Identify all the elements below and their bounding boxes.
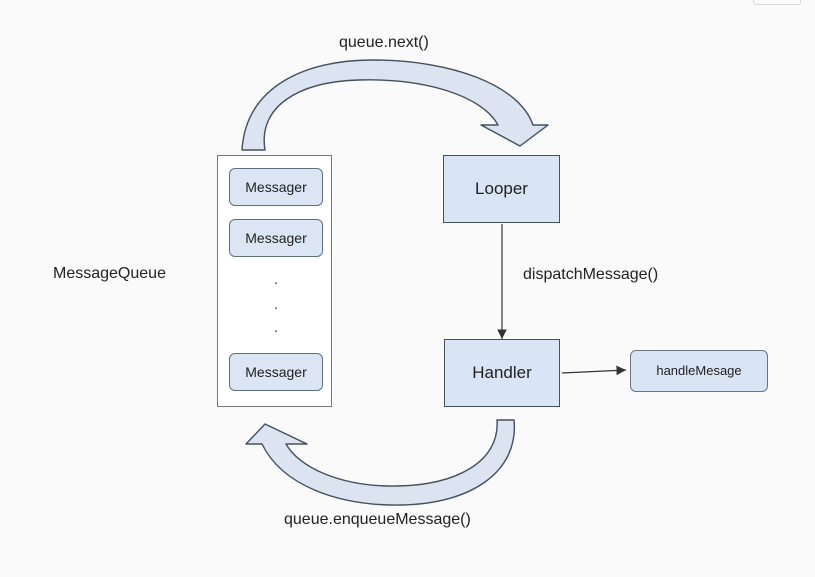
dispatch-message-label: dispatchMessage() <box>523 266 659 283</box>
queue-message-item: Messager <box>229 168 323 206</box>
queue-message-item: Messager <box>229 353 323 391</box>
message-queue-panel: Messager Messager . . . Messager <box>217 155 332 407</box>
queue-enqueue-arrow <box>245 419 515 506</box>
handle-message-connector <box>561 365 627 376</box>
queue-next-label: queue.next() <box>339 34 429 51</box>
top-right-tab <box>753 0 801 5</box>
message-queue-label: MessageQueue <box>53 265 166 282</box>
looper-node: Looper <box>443 155 560 223</box>
ellipsis-dot: . <box>274 319 278 335</box>
queue-message-item: Messager <box>229 219 323 257</box>
ellipsis-dot: . <box>274 296 278 312</box>
queue-next-arrow <box>241 59 549 151</box>
enqueue-message-label: queue.enqueueMessage() <box>284 511 471 528</box>
ellipsis-dot: . <box>274 271 278 287</box>
handle-message-node: handleMesage <box>630 350 768 392</box>
handler-node: Handler <box>444 339 560 407</box>
